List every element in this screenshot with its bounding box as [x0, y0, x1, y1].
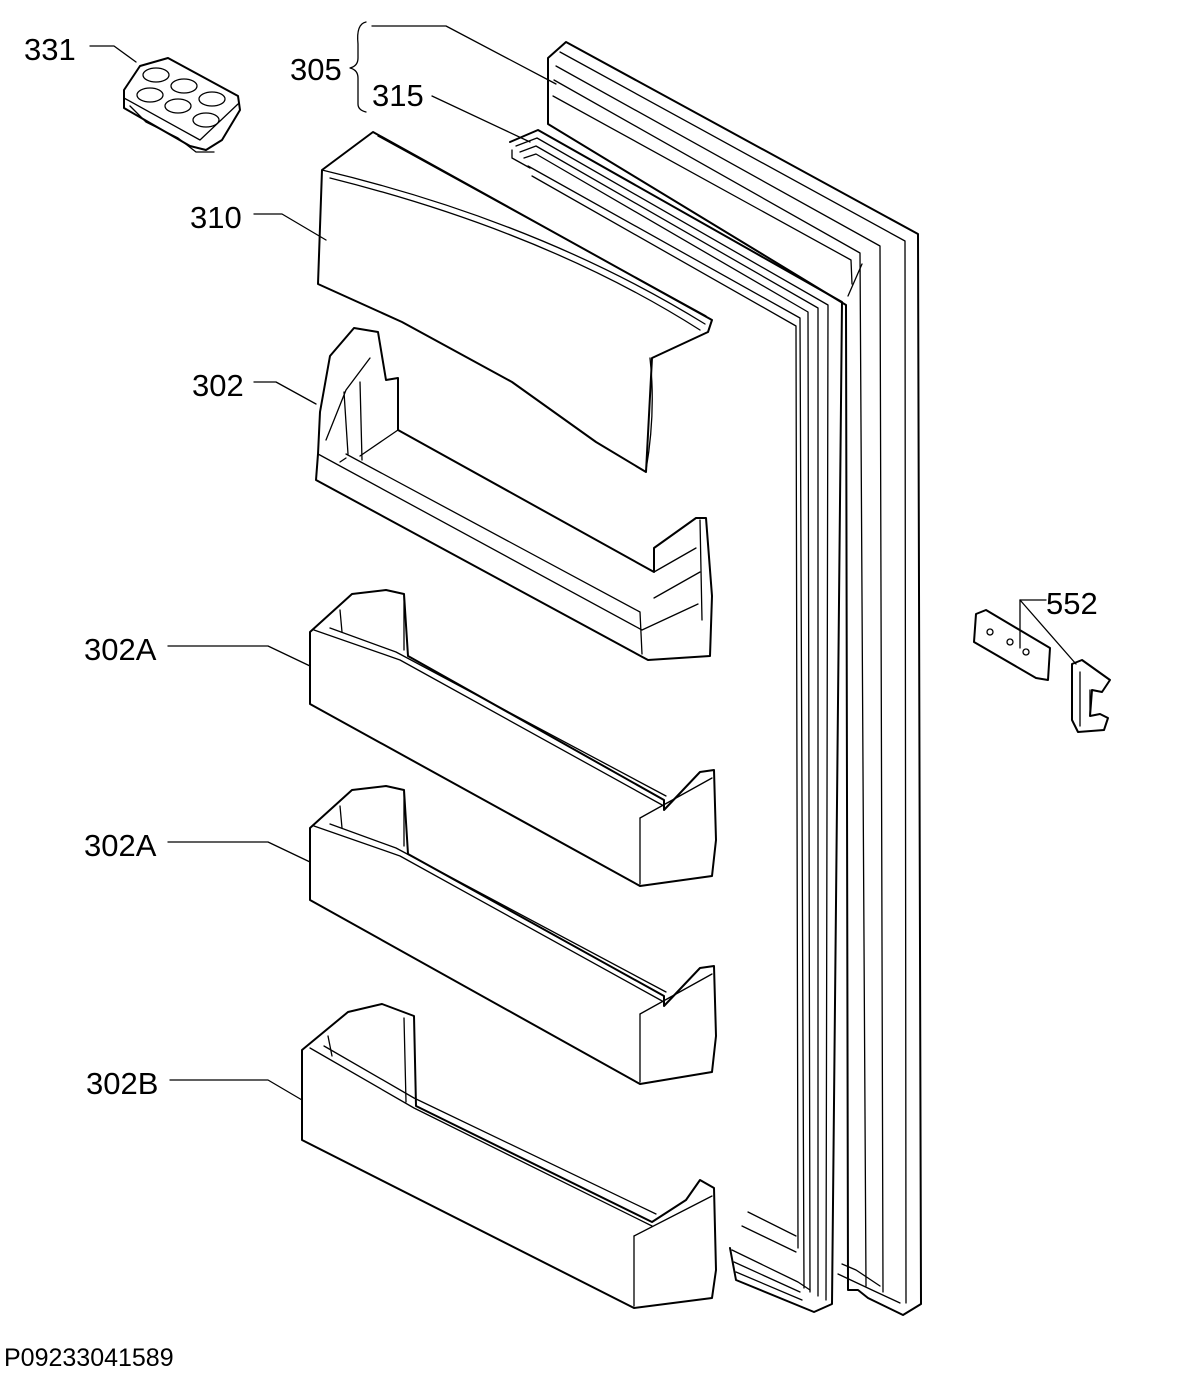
middle-shelf-2	[309, 785, 717, 1085]
callout-302a-1: 302A	[84, 632, 157, 667]
shelf-cover	[317, 131, 713, 473]
leader-lines	[89, 21, 1077, 1101]
drawing-code: P09233041589	[4, 1344, 174, 1372]
hinge-bracket	[973, 609, 1111, 733]
door-gasket	[509, 129, 843, 1313]
callout-315: 315	[372, 78, 424, 113]
callout-302: 302	[192, 368, 244, 403]
bottom-shelf	[301, 1003, 717, 1309]
callout-302b: 302B	[86, 1066, 158, 1101]
callout-331: 331	[24, 32, 76, 67]
callout-310: 310	[190, 200, 242, 235]
upper-shelf	[315, 327, 713, 661]
callout-305: 305	[290, 52, 342, 87]
middle-shelf-1	[309, 589, 717, 887]
door-panel	[547, 41, 922, 1316]
egg-tray	[123, 57, 241, 153]
callout-552: 552	[1046, 586, 1098, 621]
callout-302a-2: 302A	[84, 828, 157, 863]
